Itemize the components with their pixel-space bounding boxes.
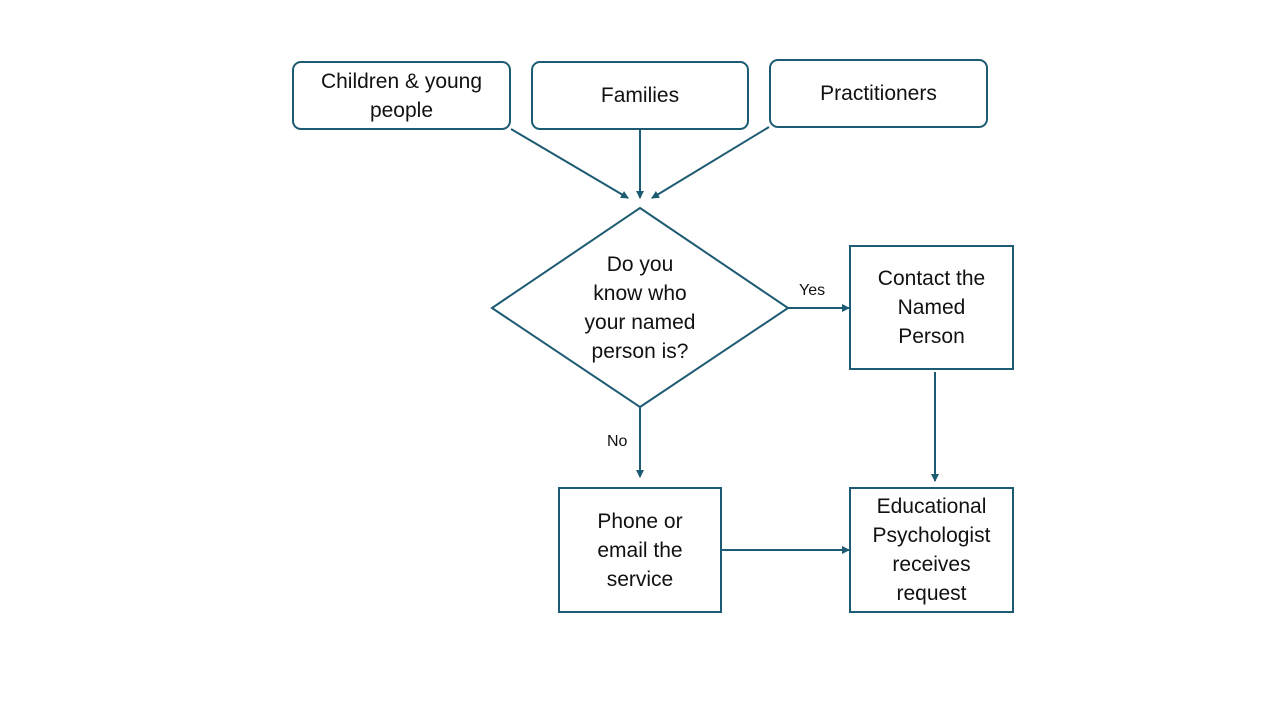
node-phone-line3: service [606, 567, 674, 591]
node-phone-line2: email the [597, 538, 683, 562]
node-phone-line1: Phone or [597, 509, 683, 533]
node-phone-email-service: Phone or email the service [558, 487, 722, 613]
arrow-children-to-decision [510, 128, 629, 199]
decision-question: Do you know who your named person is? [560, 248, 720, 368]
node-children-line2: people [369, 98, 434, 122]
node-educational-psychologist: Educational Psychologist receives reques… [849, 487, 1014, 613]
decision-line4: person is? [591, 340, 689, 363]
node-contact-named-person: Contact the Named Person [849, 245, 1014, 370]
node-ep-line2: Psychologist [872, 524, 991, 547]
node-ep-line4: request [896, 582, 967, 605]
node-ep-line3: receives [892, 553, 971, 576]
node-contact-line1: Contact the [877, 267, 986, 290]
node-ep-line1: Educational [876, 495, 987, 518]
node-practitioners: Practitioners [769, 59, 988, 128]
node-families-label: Families [600, 84, 680, 107]
node-contact-line2: Named [897, 296, 966, 319]
edge-label-no: No [607, 433, 628, 450]
node-contact-line3: Person [898, 325, 965, 348]
node-children-line1: Children & young [320, 69, 483, 93]
decision-line2: know who [593, 282, 687, 305]
arrow-practitioners-to-decision [651, 126, 770, 199]
edge-label-yes: Yes [799, 282, 826, 299]
node-children-young-people: Children & young people [292, 61, 511, 130]
decision-line3: your named [584, 311, 696, 334]
node-practitioners-label: Practitioners [820, 82, 937, 105]
decision-line1: Do you [606, 253, 674, 276]
node-families: Families [531, 61, 749, 130]
